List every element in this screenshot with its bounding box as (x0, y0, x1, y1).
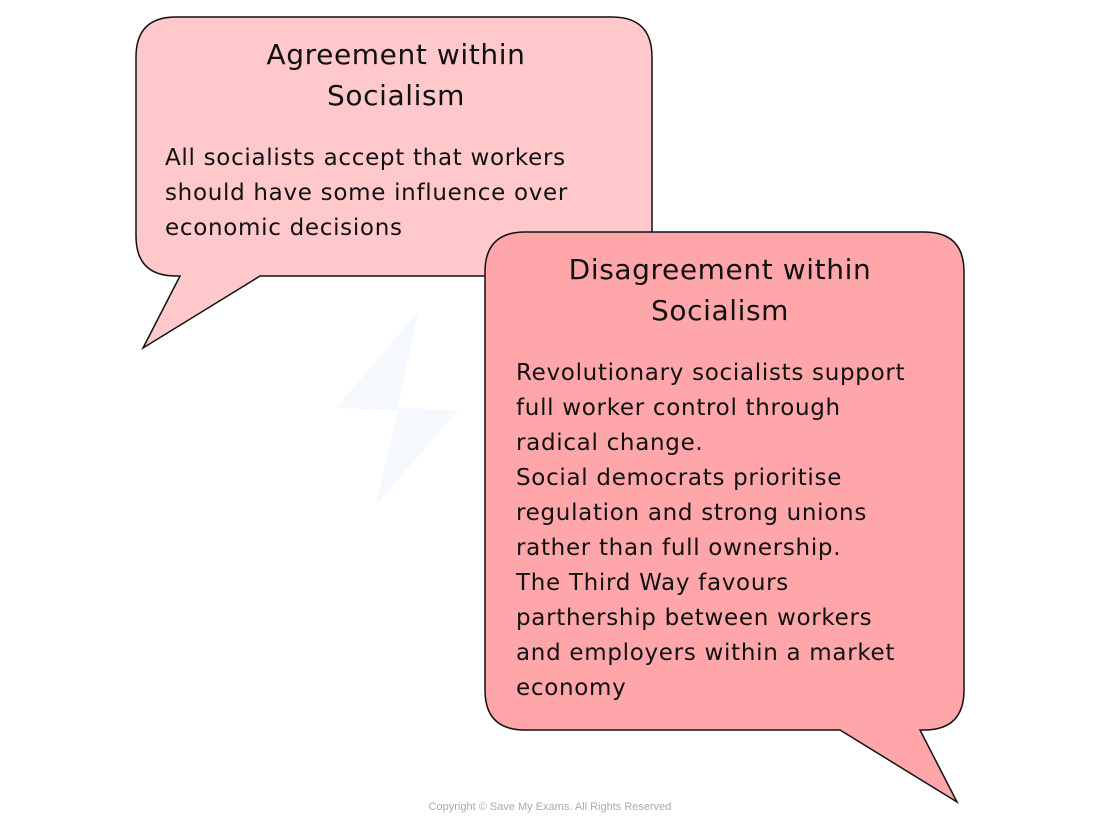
disagreement-body-line: Revolutionary socialists support (516, 360, 906, 386)
disagreement-body-line: radical change. (516, 430, 704, 456)
agreement-title-line: Agreement within (266, 38, 526, 71)
disagreement-body-line: full worker control through (516, 395, 841, 421)
disagreement-body-line: economy (516, 675, 627, 701)
agreement-body-line: All socialists accept that workers (165, 145, 566, 171)
agreement-body-line: economic decisions (165, 215, 403, 241)
disagreement-body-line: regulation and strong unions (516, 500, 867, 526)
disagreement-body: Revolutionary socialists support full wo… (516, 356, 905, 706)
disagreement-body-line: and employers within a market (516, 640, 896, 666)
disagreement-title-line: Disagreement within (568, 253, 872, 286)
agreement-title: Agreement within Socialism (136, 34, 656, 116)
copyright-notice: Copyright © Save My Exams. All Rights Re… (428, 801, 672, 813)
disagreement-body-line: The Third Way favours (516, 570, 789, 596)
disagreement-title-line: Socialism (650, 294, 790, 327)
agreement-title-line: Socialism (326, 79, 466, 112)
disagreement-speech-bubble (484, 231, 965, 805)
agreement-body-line: should have some influence over (165, 180, 569, 206)
disagreement-body-line: parthership between workers (516, 605, 873, 631)
disagreement-title: Disagreement within Socialism (485, 249, 955, 331)
agreement-body: All socialists accept that workers shoul… (165, 141, 568, 246)
disagreement-body-line: Social democrats prioritise (516, 465, 843, 491)
disagreement-body-line: rather than full ownership. (516, 535, 842, 561)
watermark-logo-icon (336, 312, 458, 505)
